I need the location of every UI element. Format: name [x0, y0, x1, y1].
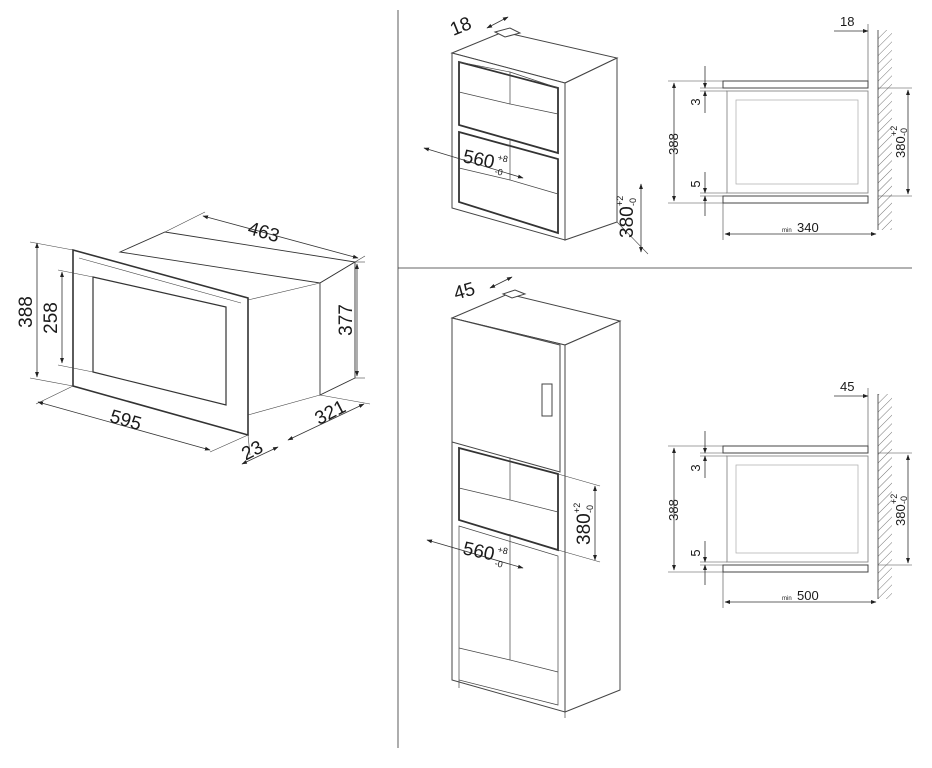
top-min-prefix: min — [782, 228, 792, 234]
top-height-tol-minus: -0 — [628, 198, 638, 206]
door-258-label: 258 — [41, 302, 62, 334]
column-min-prefix: min — [782, 596, 792, 602]
top-section-18-label: 18 — [840, 14, 854, 29]
column-min-500-label: 500 — [797, 588, 819, 603]
top-height-380-label: 380 — [617, 206, 638, 238]
top-gap-5-label: 5 — [688, 180, 703, 187]
column-cabinet-perspective — [450, 289, 622, 718]
top-section-388-label: 388 — [666, 133, 681, 155]
column-section-380-tol-minus: -0 — [899, 496, 909, 504]
top-overlap-18-label: 18 — [447, 13, 474, 40]
column-height-tol-plus: +2 — [572, 503, 582, 513]
top-section-380-tol-minus: -0 — [899, 128, 909, 136]
column-section-380-tol-plus: +2 — [889, 494, 899, 504]
column-section-view — [722, 394, 892, 599]
height-388-label: 388 — [16, 296, 37, 328]
appliance-isometric — [72, 231, 357, 437]
top-width-tol-minus: -0 — [494, 166, 504, 177]
top-min-340-label: 340 — [797, 220, 819, 235]
top-gap-3-label: 3 — [688, 98, 703, 105]
column-overlap-45-label: 45 — [451, 279, 477, 305]
panel-depth-23-label: 23 — [238, 437, 266, 465]
top-section-380-tol-plus: +2 — [889, 126, 899, 136]
column-gap-3-label: 3 — [688, 464, 703, 471]
top-section-380-label: 380 — [893, 136, 908, 158]
column-section-45-label: 45 — [840, 379, 854, 394]
column-width-tol-plus: +8 — [497, 544, 509, 556]
depth-463-label: 463 — [245, 218, 281, 247]
column-section-388-label: 388 — [666, 499, 681, 521]
top-section-dimensions: 18 388 3 5 380 +2 -0 min 340 — [666, 14, 912, 240]
body-377-label: 377 — [336, 304, 357, 336]
top-width-tol-plus: +8 — [497, 152, 509, 164]
column-gap-5-label: 5 — [688, 549, 703, 556]
body-depth-321-label: 321 — [312, 397, 350, 430]
column-section-380-label: 380 — [893, 504, 908, 526]
width-595-label: 595 — [107, 406, 143, 435]
column-height-tol-minus: -0 — [585, 505, 595, 513]
column-width-tol-minus: -0 — [494, 558, 504, 569]
top-section-view — [722, 30, 892, 230]
column-section-dimensions: 45 388 3 5 380 +2 -0 min 500 — [666, 379, 912, 608]
column-height-380-label: 380 — [574, 513, 595, 545]
top-height-tol-plus: +2 — [615, 196, 625, 206]
panel-dividers — [397, 10, 912, 748]
column-perspective-dimensions: 45 560 +8 -0 380 +2 -0 — [426, 276, 601, 570]
top-cabinet-perspective — [450, 27, 619, 241]
